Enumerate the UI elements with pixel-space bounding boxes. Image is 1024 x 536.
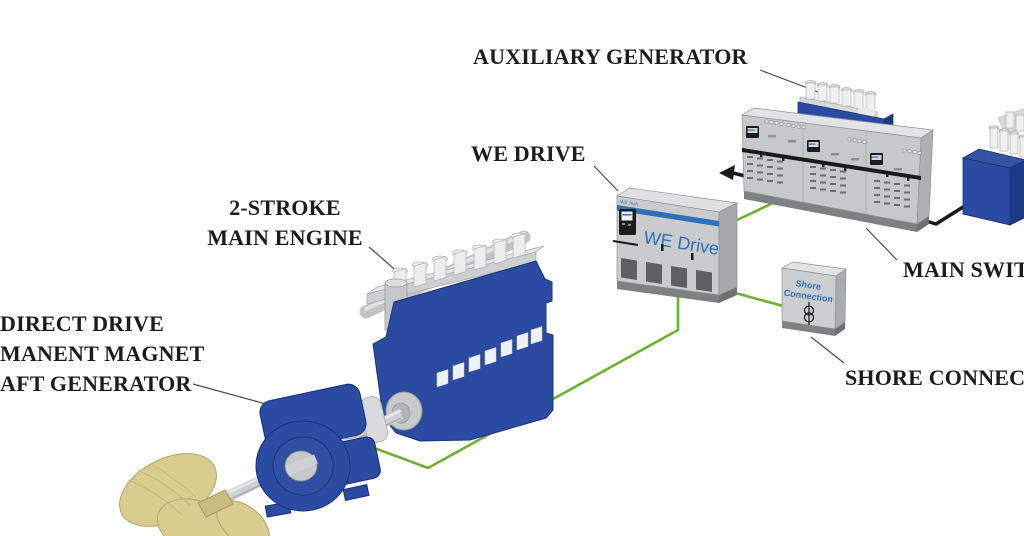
label-shaft-generator-line1: DIRECT DRIVE <box>0 311 164 336</box>
leader-we-drive <box>593 165 619 192</box>
leader-shore-connection <box>810 336 845 364</box>
engine-body <box>372 260 554 442</box>
right-generator-illustration <box>961 108 1024 226</box>
label-main-engine-line2: MAIN ENGINE <box>207 225 363 250</box>
shore-plug-symbol-icon <box>803 302 815 325</box>
label-shaft-generator-line2: MANENT MAGNET <box>0 341 205 366</box>
we-drive-cabinet-illustration: WE Tech WE Drive <box>612 187 739 303</box>
engine-windows <box>436 326 543 388</box>
label-main-engine-line1: 2-STROKE <box>229 195 341 220</box>
we-drive-blue-stripe <box>617 205 719 227</box>
cable-left-arrowhead-icon <box>719 165 735 180</box>
main-switchboard-illustration <box>740 107 934 232</box>
label-we-drive: WE DRIVE <box>471 141 586 166</box>
shore-box-text-line1: Shore <box>795 278 822 291</box>
label-auxiliary-generator: AUXILIARY GENERATOR <box>473 44 748 69</box>
switchboard-breaker-band <box>742 148 921 180</box>
switchboard-indicator-lights <box>764 119 922 155</box>
label-main-engine: 2-STROKE MAIN ENGINE <box>205 193 365 253</box>
leader-shaft-generator <box>192 383 274 407</box>
leader-main-switchboard <box>865 227 898 261</box>
switchboard-vent-slots <box>747 156 910 208</box>
label-shaft-generator: DIRECT DRIVE MANENT MAGNET AFT GENERATOR <box>0 309 204 399</box>
propeller-hub <box>197 489 234 518</box>
label-main-switchboard: MAIN SWIT <box>903 257 1024 282</box>
green-line-wedrive-to-shore <box>727 289 784 308</box>
we-drive-brand-text: WE Tech <box>620 199 639 207</box>
we-drive-vents <box>621 258 712 292</box>
we-drive-display <box>619 209 636 235</box>
label-shaft-generator-line3: AFT GENERATOR <box>0 371 192 396</box>
shaft-generator-illustration <box>255 383 389 518</box>
main-engine-illustration <box>359 230 554 442</box>
engine-cylinder-heads <box>392 232 527 294</box>
shore-connection-box-illustration: Shore Connection <box>780 261 847 336</box>
switchboard-displays <box>746 126 883 165</box>
label-shore-connection: SHORE CONNEC <box>845 365 1024 390</box>
